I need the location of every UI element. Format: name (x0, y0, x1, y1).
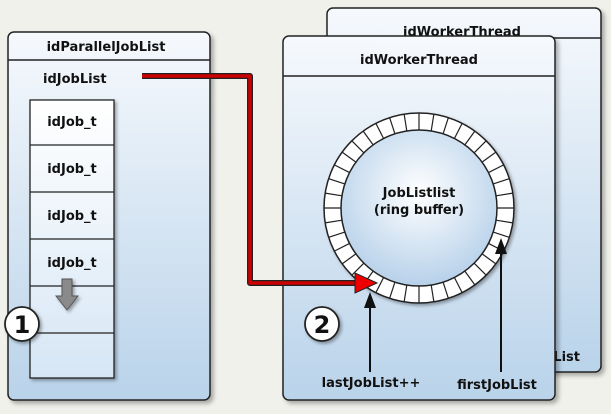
ring-slot-divider (430, 284, 435, 302)
job-list-field-label: idJobList (43, 72, 107, 87)
worker-thread-title: idWorkerThread (360, 53, 478, 68)
ring-slot-divider (389, 281, 396, 299)
ring-slot-divider (442, 281, 449, 299)
ring-slot-divider (351, 262, 365, 276)
job-cell-4: idJob_t (47, 256, 97, 271)
ring-slot-divider (325, 192, 343, 197)
ring-slot-divider (481, 253, 497, 265)
job-cell-2: idJob_t (47, 162, 97, 177)
ring-buffer-label-line1: JobListlist (382, 186, 456, 201)
first-pointer-label: firstJobList (457, 378, 537, 393)
ring-slot-divider (334, 164, 350, 174)
ring-slot-divider (442, 117, 449, 135)
job-table: idJob_t idJob_t idJob_t idJob_t (29, 99, 115, 379)
ring-slot-divider (473, 140, 487, 154)
ring-slot-divider (328, 231, 346, 238)
ring-slot-divider (341, 253, 357, 265)
last-pointer-arrow (364, 292, 376, 372)
ring-buffer-label-line2: (ring buffer) (374, 203, 464, 218)
step-marker-2-label: 2 (314, 311, 331, 339)
ring-slot-divider (403, 114, 408, 132)
worker-thread-back-partial-label: List (553, 350, 580, 365)
first-pointer-arrow (495, 238, 507, 372)
ring-slot-divider (389, 117, 396, 135)
ring-slot-divider (464, 270, 476, 286)
ring-slot-divider (403, 284, 408, 302)
ring-slot-divider (464, 130, 476, 146)
job-cell-3: idJob_t (47, 209, 97, 224)
ring-slot-divider (453, 123, 463, 139)
parallel-job-list-title: idParallelJobList (47, 40, 166, 55)
ring-slot-divider (430, 114, 435, 132)
worker-thread-panel: idWorkerThread JobListlist (ring buffer)… (282, 35, 556, 401)
ring-slot-divider (375, 123, 385, 139)
ring-slot-divider (473, 262, 487, 276)
ring-slot-divider (362, 130, 374, 146)
ring-slot-divider (495, 192, 513, 197)
ring-slot-divider (492, 231, 510, 238)
ring-slot-divider (492, 178, 510, 185)
step-marker-1: 1 (4, 306, 40, 342)
job-list-connector-arrow (142, 73, 379, 294)
job-cell-1: idJob_t (47, 115, 97, 130)
ring-slot-divider (328, 178, 346, 185)
step-marker-1-label: 1 (14, 311, 31, 339)
ring-slot-divider (325, 219, 343, 224)
ring-buffer: JobListlist (ring buffer) (323, 112, 515, 304)
ring-slot-divider (351, 140, 365, 154)
parallel-job-list-panel: idParallelJobList idJobList idJob_t idJo… (4, 31, 211, 401)
down-arrow-icon (54, 278, 80, 311)
ring-slot-divider (453, 277, 463, 293)
ring-slot-divider (375, 277, 385, 293)
step-marker-2: 2 (304, 306, 340, 342)
last-pointer-label: lastJobList++ (322, 376, 421, 391)
ring-slot-divider (488, 164, 504, 174)
ring-slot-divider (334, 242, 350, 252)
ring-slot-divider (341, 151, 357, 163)
ring-slot-divider (481, 151, 497, 163)
ring-slot-divider (495, 219, 513, 224)
